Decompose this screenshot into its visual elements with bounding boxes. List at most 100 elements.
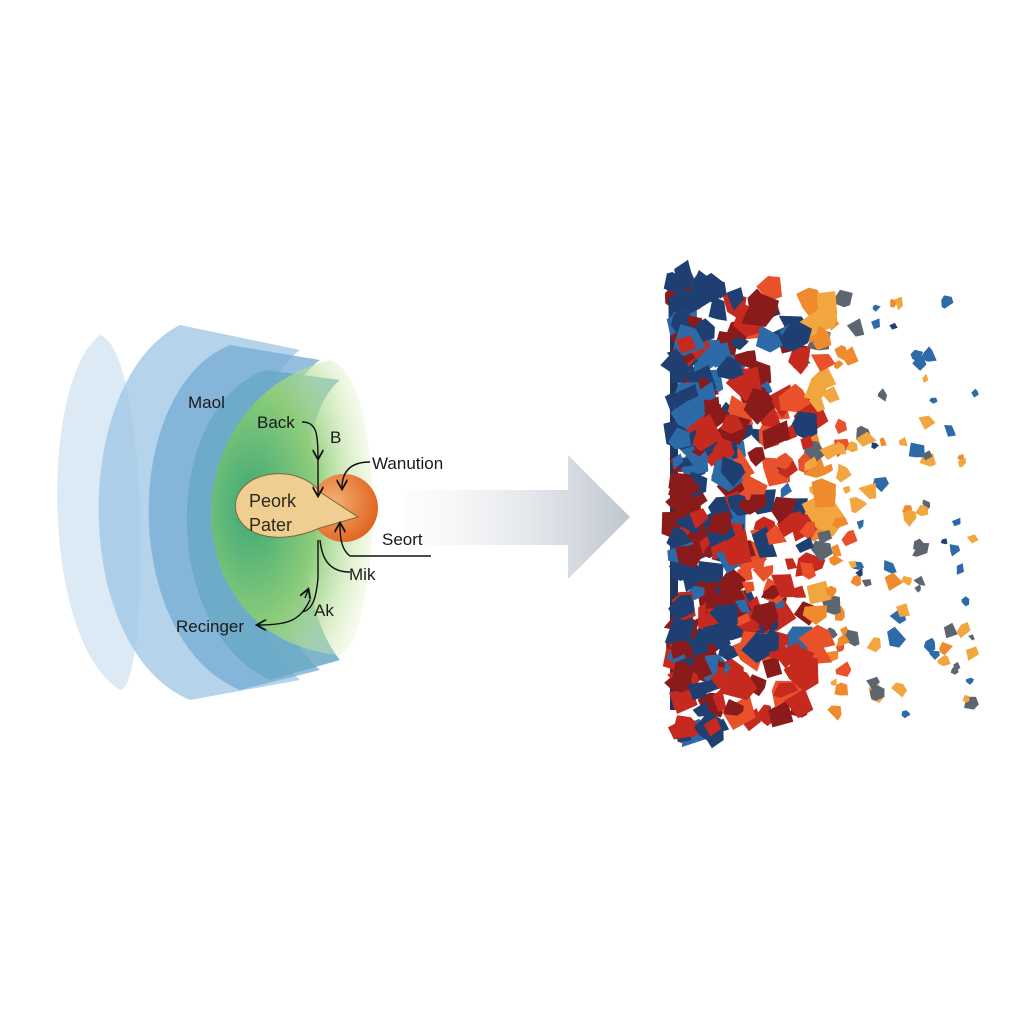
shard <box>775 452 794 470</box>
shard <box>731 337 749 350</box>
shard <box>913 538 926 552</box>
shard <box>720 414 744 434</box>
shard <box>741 581 755 594</box>
shard <box>840 626 851 640</box>
shard <box>664 618 695 646</box>
shard <box>914 584 921 593</box>
shard <box>778 383 811 413</box>
shard <box>694 679 719 697</box>
core-shape <box>234 473 378 542</box>
shard <box>762 656 783 679</box>
shard <box>724 699 744 716</box>
shard <box>810 540 833 562</box>
shard <box>883 560 897 574</box>
shard-field <box>660 259 979 749</box>
shard <box>817 529 833 545</box>
shard <box>855 431 877 447</box>
shard <box>667 717 700 740</box>
shard <box>703 716 722 737</box>
shard <box>720 528 752 566</box>
shard <box>788 347 811 375</box>
shard <box>949 544 961 557</box>
shard <box>866 676 880 690</box>
shard <box>804 456 818 472</box>
shard <box>903 509 917 527</box>
shard <box>802 605 827 625</box>
shard <box>784 688 814 719</box>
shard <box>866 637 881 653</box>
shard <box>712 688 727 712</box>
shard <box>706 511 732 535</box>
shard <box>951 517 961 527</box>
shard <box>811 478 836 508</box>
shard <box>922 373 929 383</box>
shard <box>834 682 849 696</box>
label-b: B <box>330 428 341 447</box>
shard <box>799 521 816 541</box>
shard <box>891 682 908 698</box>
shard <box>786 585 807 598</box>
shard <box>832 517 849 529</box>
shard <box>780 482 792 499</box>
shard <box>720 456 746 487</box>
shard <box>966 534 979 544</box>
shard <box>770 574 797 598</box>
shard <box>929 397 938 404</box>
shard <box>877 388 888 402</box>
shard <box>831 544 842 557</box>
shard <box>827 705 842 721</box>
shard <box>788 645 814 679</box>
shard <box>692 701 710 717</box>
label-wanution: Wanution <box>372 454 443 473</box>
shard <box>922 499 931 510</box>
shard <box>855 567 863 577</box>
shard <box>835 661 852 677</box>
shard <box>944 425 956 437</box>
shard <box>825 585 837 598</box>
shard <box>831 289 853 308</box>
shard <box>835 463 852 483</box>
shard <box>755 704 774 727</box>
label-mik: Mik <box>349 565 376 584</box>
shard <box>861 579 872 587</box>
shard <box>717 355 744 380</box>
shard <box>965 646 979 661</box>
shard <box>675 542 704 569</box>
shard <box>901 576 912 586</box>
shard <box>771 496 797 524</box>
shard <box>676 263 696 289</box>
shard <box>894 296 903 311</box>
shard <box>734 599 751 614</box>
shard <box>939 641 954 656</box>
shard <box>879 437 887 447</box>
shard <box>748 494 767 511</box>
shard <box>670 394 706 429</box>
shard <box>752 564 773 582</box>
shard <box>800 435 814 450</box>
shard <box>825 311 838 324</box>
shard <box>819 443 840 460</box>
shard <box>842 485 851 495</box>
shard <box>760 584 780 600</box>
shard <box>670 640 693 660</box>
shard <box>800 561 816 580</box>
shard <box>887 626 906 648</box>
shard <box>846 318 865 337</box>
shard <box>850 573 862 587</box>
shard <box>717 566 746 600</box>
shard <box>961 596 970 607</box>
shard <box>901 710 911 719</box>
peork-pater-blob <box>234 473 360 538</box>
shard <box>950 666 959 675</box>
shard <box>768 700 794 728</box>
shard <box>738 499 763 515</box>
shard <box>923 637 936 654</box>
shard <box>682 645 694 662</box>
shard <box>895 603 910 617</box>
shard <box>846 441 858 453</box>
shard <box>728 395 747 416</box>
shard <box>833 360 844 370</box>
shard <box>702 622 731 650</box>
shard <box>848 561 857 569</box>
shard <box>741 632 775 664</box>
